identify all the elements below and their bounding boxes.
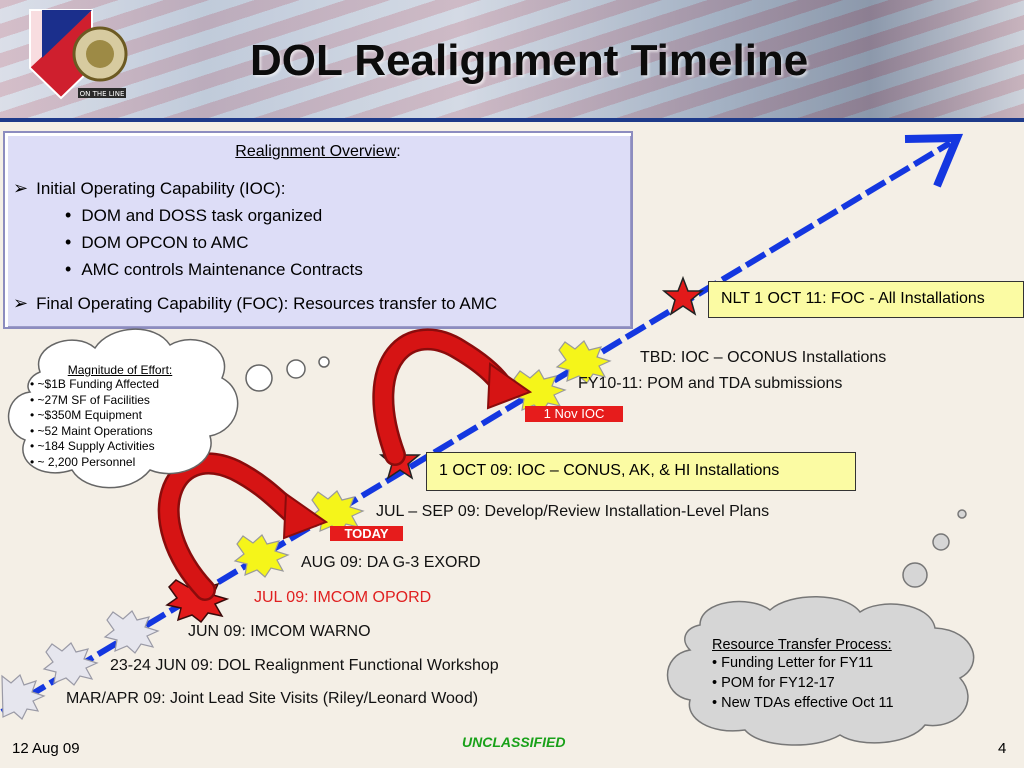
classification-label: UNCLASSIFIED xyxy=(462,734,566,750)
event-label: FY10-11: POM and TDA submissions xyxy=(578,375,843,392)
burst-aug xyxy=(233,534,290,578)
transfer-cloud xyxy=(666,509,975,746)
burst-past-1 xyxy=(1,673,46,720)
foc-line: ➢Final Operating Capability (FOC): Resou… xyxy=(13,293,498,313)
curved-arrow-today xyxy=(157,452,329,601)
curved-arrow-nov-ioc xyxy=(372,328,533,466)
transfer-heading: Resource Transfer Process: xyxy=(712,637,892,653)
transfer-item: • New TDAs effective Oct 11 xyxy=(712,695,894,711)
magnitude-item: • ~$1B Funding Affected xyxy=(30,377,160,391)
ioc-item: •DOM and DOSS task organized xyxy=(65,205,323,225)
header-banner xyxy=(0,0,1024,118)
burst-tbd xyxy=(555,340,612,384)
footer-date: 12 Aug 09 xyxy=(12,740,80,757)
burst-past-3 xyxy=(103,610,160,654)
burst-past-2 xyxy=(42,642,99,686)
transfer-item: • Funding Letter for FY11 xyxy=(712,655,874,671)
page-title: DOL Realignment Timeline xyxy=(250,36,809,85)
bullet-icon: • xyxy=(65,259,72,279)
event-label: TBD: IOC – OCONUS Installations xyxy=(640,349,887,366)
army-materiel-command-logo: ON THE LINE xyxy=(29,9,128,100)
logo-caption: ON THE LINE xyxy=(80,90,125,98)
event-label-current: JUL 09: IMCOM OPORD xyxy=(254,589,432,606)
magnitude-heading: Magnitude of Effort: xyxy=(67,363,173,377)
magnitude-item: • ~$350M Equipment xyxy=(30,408,142,422)
milestone-foc-box: NLT 1 OCT 11: FOC - All Installations xyxy=(708,281,1024,318)
event-label: AUG 09: DA G-3 EXORD xyxy=(301,554,481,571)
ioc-line: ➢Initial Operating Capability (IOC): xyxy=(13,178,286,198)
event-label: MAR/APR 09: Joint Lead Site Visits (Rile… xyxy=(66,690,479,707)
event-label: JUL – SEP 09: Develop/Review Installatio… xyxy=(376,503,770,520)
transfer-item: • POM for FY12-17 xyxy=(712,675,835,691)
page-number: 4 xyxy=(998,740,1007,757)
ioc-item: •AMC controls Maintenance Contracts xyxy=(65,259,363,279)
overview-heading: Realignment Overview: xyxy=(235,143,401,160)
bullet-icon: • xyxy=(65,232,72,252)
ioc-item: •DOM OPCON to AMC xyxy=(65,232,249,252)
nov-ioc-tag: 1 Nov IOC xyxy=(525,406,623,422)
magnitude-item: • ~184 Supply Activities xyxy=(30,439,155,453)
magnitude-item: • ~ 2,200 Personnel xyxy=(30,454,136,469)
event-label: 23-24 JUN 09: DOL Realignment Functional… xyxy=(110,657,499,674)
arrow-bullet-icon: ➢ xyxy=(13,293,29,313)
magnitude-item: • ~52 Maint Operations xyxy=(30,423,153,438)
realignment-overview-box: Realignment Overview: ➢Initial Operating… xyxy=(3,131,633,329)
flag-background xyxy=(0,0,1024,118)
arrow-bullet-icon: ➢ xyxy=(13,178,29,198)
magnitude-cloud xyxy=(8,328,330,489)
magnitude-item: • ~27M SF of Facilities xyxy=(30,392,150,407)
header-divider xyxy=(0,118,1024,122)
transfer-cloud-text: Resource Transfer Process: • Funding Let… xyxy=(712,637,952,713)
magnitude-cloud-text: Magnitude of Effort: • ~$1B Funding Affe… xyxy=(30,363,210,470)
star-foc-icon xyxy=(661,275,705,316)
timeline-arrow xyxy=(0,133,964,715)
event-label: JUN 09: IMCOM WARNO xyxy=(188,623,371,640)
today-tag: TODAY xyxy=(330,526,403,541)
milestone-ioc-box: 1 OCT 09: IOC – CONUS, AK, & HI Installa… xyxy=(426,452,856,491)
bullet-icon: • xyxy=(65,205,72,225)
